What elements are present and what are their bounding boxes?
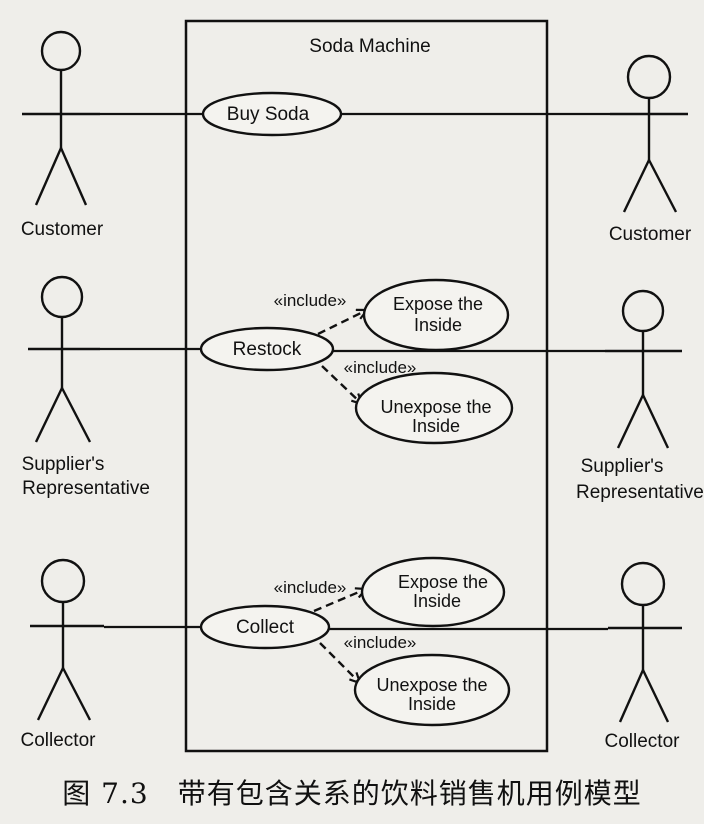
use-case-expose-inside-2: Expose the Inside — [360, 556, 506, 628]
use-case-restock-label: Restock — [233, 339, 302, 360]
use-case-unexpose-inside-1: Unexpose the Inside — [354, 371, 514, 445]
use-case-buy-soda-label: Buy Soda — [227, 104, 310, 125]
use-case-unexpose-2-line2: Inside — [408, 694, 456, 714]
include-label-4: «include» — [344, 633, 417, 652]
include-label-2: «include» — [344, 358, 417, 377]
use-case-expose-2-line2: Inside — [413, 591, 461, 611]
actor-head — [621, 289, 665, 333]
use-case-expose-1-line2: Inside — [414, 315, 462, 335]
figure-caption: 图 7.3 带有包含关系的饮料销售机用例模型 — [62, 777, 642, 810]
actor-head — [620, 561, 666, 607]
include-arrow-collect-unexpose — [319, 642, 360, 683]
use-case-expose-inside-1: Expose the Inside — [362, 278, 510, 352]
system-boundary — [184, 19, 549, 753]
include-arrow-collect-expose — [313, 589, 366, 613]
actor-customer-right-label: Customer — [609, 224, 692, 245]
use-case-unexpose-1-line2: Inside — [412, 416, 460, 436]
include-arrow-restock-expose — [317, 310, 367, 336]
system-title: Soda Machine — [309, 36, 430, 57]
use-case-buy-soda: Buy Soda — [201, 91, 343, 137]
actor-supplier-right-label-line1: Supplier's — [581, 456, 664, 477]
include-label-3: «include» — [274, 578, 347, 597]
use-case-expose-1-line1: Expose the — [393, 294, 483, 314]
actor-customer-left-label: Customer — [21, 219, 104, 240]
include-arrow-restock-unexpose — [321, 365, 362, 404]
actor-customer-right — [610, 54, 688, 213]
actor-head — [40, 275, 84, 319]
use-case-collect-label: Collect — [236, 617, 295, 638]
actor-supplier-right-label-line2: Representative — [576, 482, 704, 503]
actor-head — [40, 30, 82, 72]
use-case-restock: Restock — [199, 326, 335, 372]
actor-customer-left — [22, 30, 100, 206]
actor-supplier-right — [605, 289, 682, 449]
use-case-unexpose-inside-2: Unexpose the Inside — [353, 653, 511, 727]
actor-collector-right-label: Collector — [605, 731, 681, 752]
actor-head — [626, 54, 672, 100]
actor-collector-right — [608, 561, 682, 723]
use-case-unexpose-1-line1: Unexpose the — [380, 397, 491, 417]
actor-supplier-left-label-line1: Supplier's — [22, 454, 105, 475]
use-case-expose-2-line1: Expose the — [398, 572, 488, 592]
include-label-1: «include» — [274, 291, 347, 310]
actor-collector-left-label: Collector — [21, 730, 97, 751]
actor-supplier-left-label-line2: Representative — [22, 478, 150, 499]
use-case-collect: Collect — [199, 604, 331, 650]
actor-head — [40, 558, 86, 604]
actor-collector-left — [30, 558, 104, 721]
use-case-unexpose-2-line1: Unexpose the — [376, 675, 487, 695]
actor-supplier-left — [28, 275, 100, 443]
